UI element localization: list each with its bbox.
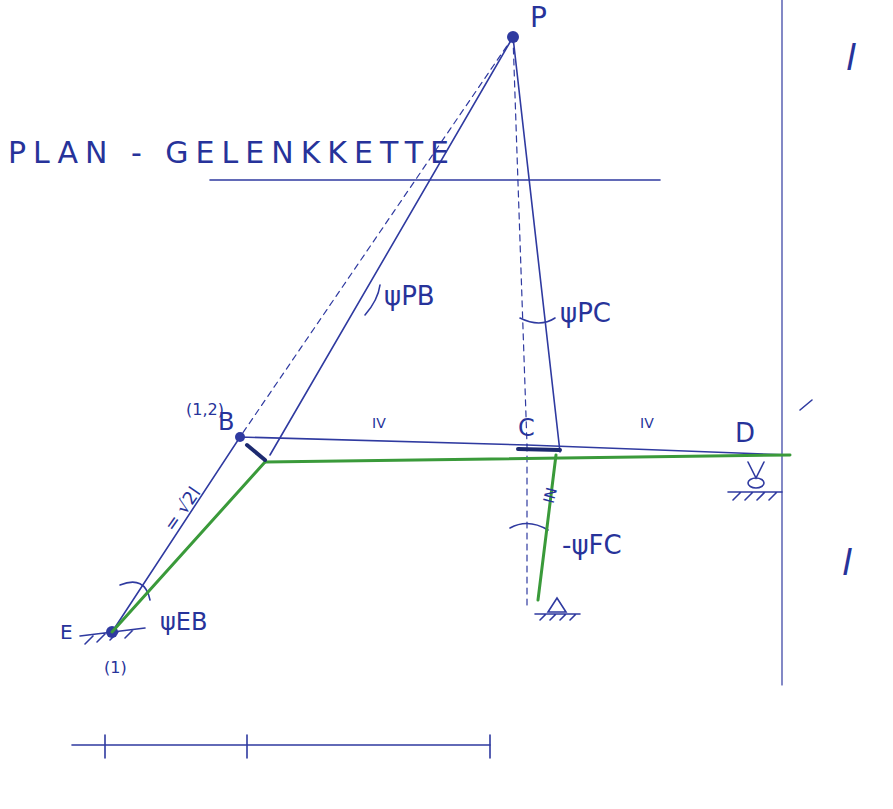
point-label: C — [518, 416, 535, 440]
angle-label: ψPC — [560, 300, 611, 326]
point-label: E — [60, 622, 73, 642]
angle-label: -ψFC — [562, 532, 622, 558]
point-label: P — [530, 4, 547, 32]
point-label: B — [218, 410, 234, 434]
coordinate-label: (1) — [104, 660, 127, 676]
angle-label: ψEB — [160, 610, 207, 634]
point-label: D — [735, 420, 755, 446]
dimension-label: l — [842, 545, 852, 581]
pole-label: IN — [542, 486, 561, 505]
pole-label: IV — [372, 416, 386, 430]
angle-label: ψPB — [384, 283, 435, 309]
length-label: = √2l — [161, 484, 204, 534]
dimension-label: l — [846, 40, 856, 76]
pole-label: IV — [640, 416, 654, 430]
sketch-title: PLAN - GELENKKETTE — [8, 138, 456, 168]
